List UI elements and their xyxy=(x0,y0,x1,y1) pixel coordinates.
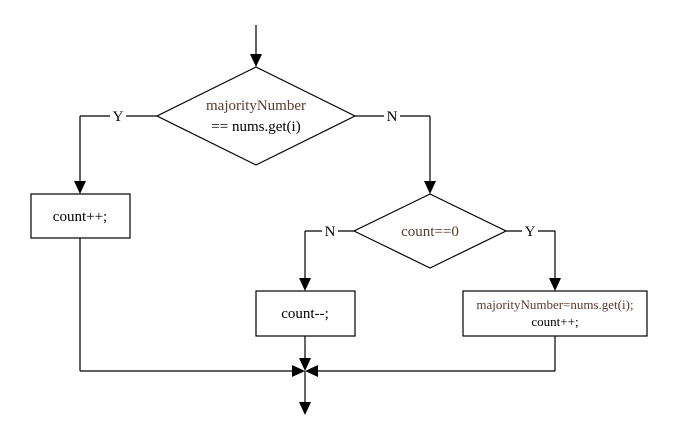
decision2-no-label: N xyxy=(325,224,336,240)
decrement-text: count--; xyxy=(281,306,328,322)
decision2-yes-label: Y xyxy=(525,224,536,240)
merge-connectors xyxy=(79,238,556,377)
decision1-no-branch: N xyxy=(355,107,436,194)
assign-box: majorityNumber=nums.get(i); count++; xyxy=(462,290,648,337)
increment-box: count++; xyxy=(30,193,131,239)
decision1-yes-label: Y xyxy=(113,109,124,125)
decision2-yes-branch: Y xyxy=(506,222,561,291)
decision-count-zero: count==0 xyxy=(352,193,508,269)
decrement-box: count--; xyxy=(255,290,356,337)
decision2-no-branch: N xyxy=(299,222,354,291)
decision-majority-equals: majorityNumber == nums.get(i) xyxy=(155,66,357,166)
entry-arrow xyxy=(250,25,262,67)
increment-text: count++; xyxy=(53,209,107,225)
assign-line1: majorityNumber=nums.get(i); xyxy=(476,297,633,312)
decision1-line1: majorityNumber xyxy=(206,98,306,114)
exit-arrow xyxy=(299,371,311,415)
assign-line2: count++; xyxy=(531,314,578,329)
decision1-line2: == nums.get(i) xyxy=(211,119,300,135)
decision1-yes-branch: Y xyxy=(74,107,157,194)
decision2-text: count==0 xyxy=(401,224,459,240)
decision1-no-label: N xyxy=(387,109,398,125)
